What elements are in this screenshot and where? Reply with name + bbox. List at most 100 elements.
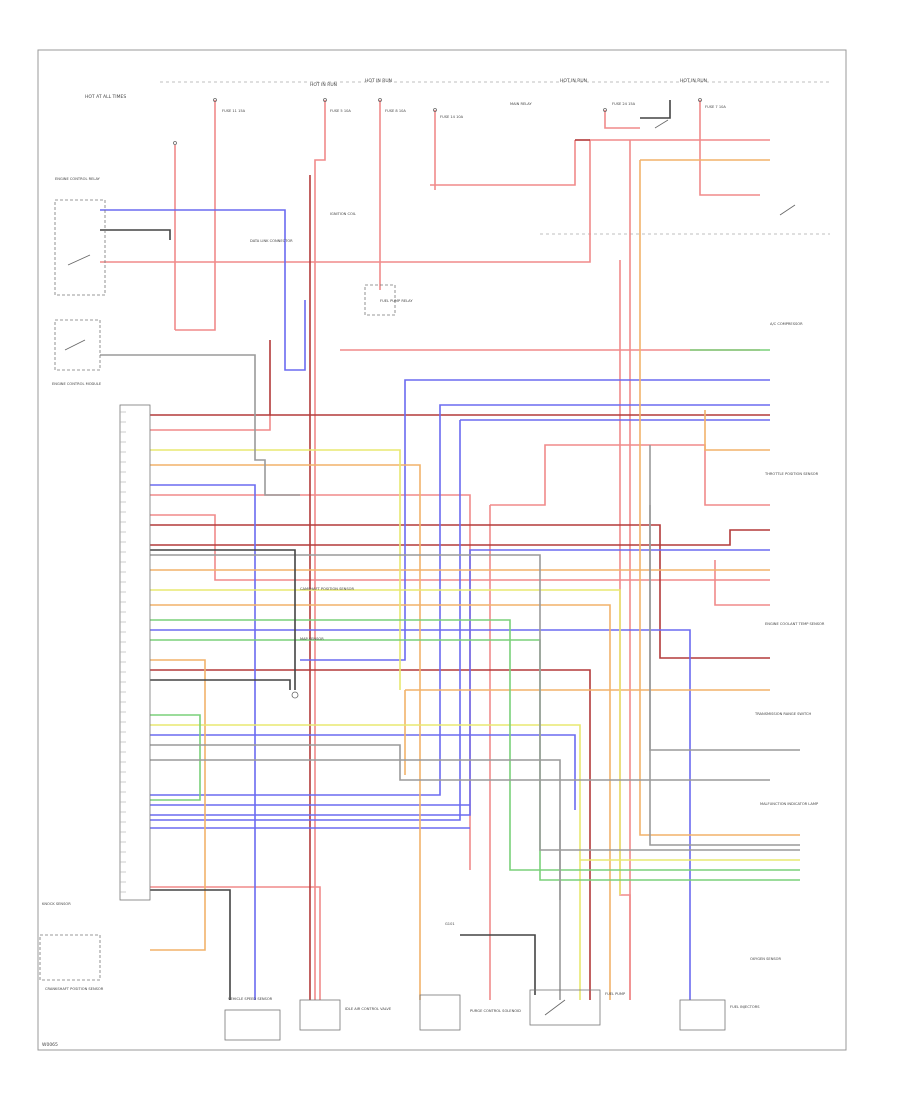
label-fuse-5: FUSE 24 15A [612,102,636,106]
wire-gray-3 [150,744,770,781]
label-hot-in-run-2: HOT IN RUN [365,78,392,84]
main-relay-box [54,319,101,371]
wire-orange-9 [150,464,421,1000]
diagram-frame [37,49,847,1051]
label-ect: ENGINE COOLANT TEMP SENSOR [765,622,825,626]
wire-black-1 [150,549,296,690]
label-main-relay: MAIN RELAY [510,102,532,106]
wire-group [100,100,800,1000]
label-cam: CAMSHAFT POSITION SENSOR [300,587,354,591]
label-speed-sensor: VEHICLE SPEED SENSOR [228,997,273,1001]
wire-blue-7 [150,420,461,821]
label-data-link: DATA LINK CONNECTOR [250,239,293,243]
fuel-pump-box [364,284,396,316]
wire-red-17 [150,886,321,1000]
wire-orange-8 [150,604,611,1000]
wire-blue-9 [150,549,770,816]
wire-red-18 [604,110,640,129]
label-ecm: ENGINE CONTROL MODULE [52,382,102,386]
wire-red-3 [314,100,326,1000]
label-o2: OXYGEN SENSOR [750,957,781,961]
label-hot-in-run-4: HOT IN RUN [680,78,707,84]
label-fuse-2: FUSE 5 10A [330,109,351,113]
ac-control-box [39,934,101,981]
label-tps: THROTTLE POSITION SENSOR [764,472,819,476]
label-knock: KNOCK SENSOR [42,902,71,906]
switch-glyphs [64,98,796,1016]
contact-7 [698,98,702,102]
label-hot-in-run-3: HOT IN RUN [560,78,587,84]
label-fuel-pump: FUEL PUMP [605,992,626,996]
wire-gray-2 [150,759,561,1000]
wire-blue-1 [100,209,306,371]
wire-black-5 [100,229,171,240]
wire-orange-7 [704,410,770,451]
wire-yellow-3 [150,449,401,690]
ecm-relay-box [54,199,106,296]
purge-box [419,994,461,1031]
wire-black-4 [460,934,536,995]
label-ac-compressor: A/C COMPRESSOR [770,322,803,326]
wire-gray-5 [150,554,800,851]
fpr-switch [544,999,566,1016]
wire-black-6 [640,100,671,119]
wire-blue-4 [150,734,576,810]
label-group: HOT AT ALL TIMES HOT IN RUN HOT IN RUN H… [42,78,825,1048]
label-trans-range: TRANSMISSION RANGE SWITCH [754,712,812,716]
relay-switch-2 [64,339,86,351]
wire-yellow-2 [150,724,800,861]
label-fuse-3: FUSE 8 10A [385,109,406,113]
label-hot-at-all-times: HOT AT ALL TIMES [85,94,126,100]
wire-blue-6 [150,404,770,796]
label-fuse-1: FUSE 11 15A [222,109,246,113]
component-group [39,199,726,1041]
wire-orange-2 [639,160,800,836]
wire-red-10 [150,514,770,581]
ecm-pin-group [120,411,126,893]
label-injectors: FUEL INJECTORS [730,1005,760,1009]
label-ign-coil: IGNITION COIL [330,212,356,216]
wire-darkred-1 [150,340,271,416]
speed-sensor-box [224,1009,281,1041]
wire-gray-1 [100,354,300,496]
contact-6 [603,108,607,112]
ecm-connector-box [119,404,151,901]
wire-black-2 [150,679,291,690]
wire-red-14 [490,444,770,506]
wire-gray-6 [649,505,800,846]
label-ecm-relay: ENGINE CONTROL RELAY [55,177,101,181]
wire-yellow-1 [150,589,621,895]
label-hot-in-run-1: HOT IN RUN [310,82,337,88]
switch-right-1 [779,204,796,216]
contact-5 [433,108,437,112]
label-fuse-4: FUSE 14 10A [440,115,464,119]
ground-symbol-1 [291,691,299,699]
contact-1 [173,141,177,145]
wire-blue-5 [300,379,770,661]
label-purge: PURGE CONTROL SOLENOID [470,1009,521,1013]
label-mil: MALFUNCTION INDICATOR LAMP [760,802,819,806]
wire-black-3 [150,889,231,1000]
label-fuse-6: FUSE 7 10A [705,105,726,109]
wire-red-13 [714,560,770,606]
injector-box [679,999,726,1031]
wire-blue-3 [150,629,691,1000]
wire-red-8 [150,415,271,431]
label-ground: G101 [445,922,455,926]
contact-4 [378,98,382,102]
iac-box [299,999,341,1031]
wire-red-main [100,139,640,263]
switch-top-right [654,119,669,129]
wire-gray-4 [649,445,800,751]
label-map: MAP SENSOR [300,637,324,641]
contact-2 [213,98,217,102]
label-fuel-pump-relay: FUEL PUMP RELAY [380,299,413,303]
wire-orange-4 [150,659,206,951]
wire-darkred-5 [150,669,591,1000]
wire-blue-2 [150,484,256,1000]
footer-code: W0065 [42,1042,58,1048]
label-crank: CRANKSHAFT POSITION SENSOR [45,987,104,991]
wire-green-1 [150,619,800,871]
